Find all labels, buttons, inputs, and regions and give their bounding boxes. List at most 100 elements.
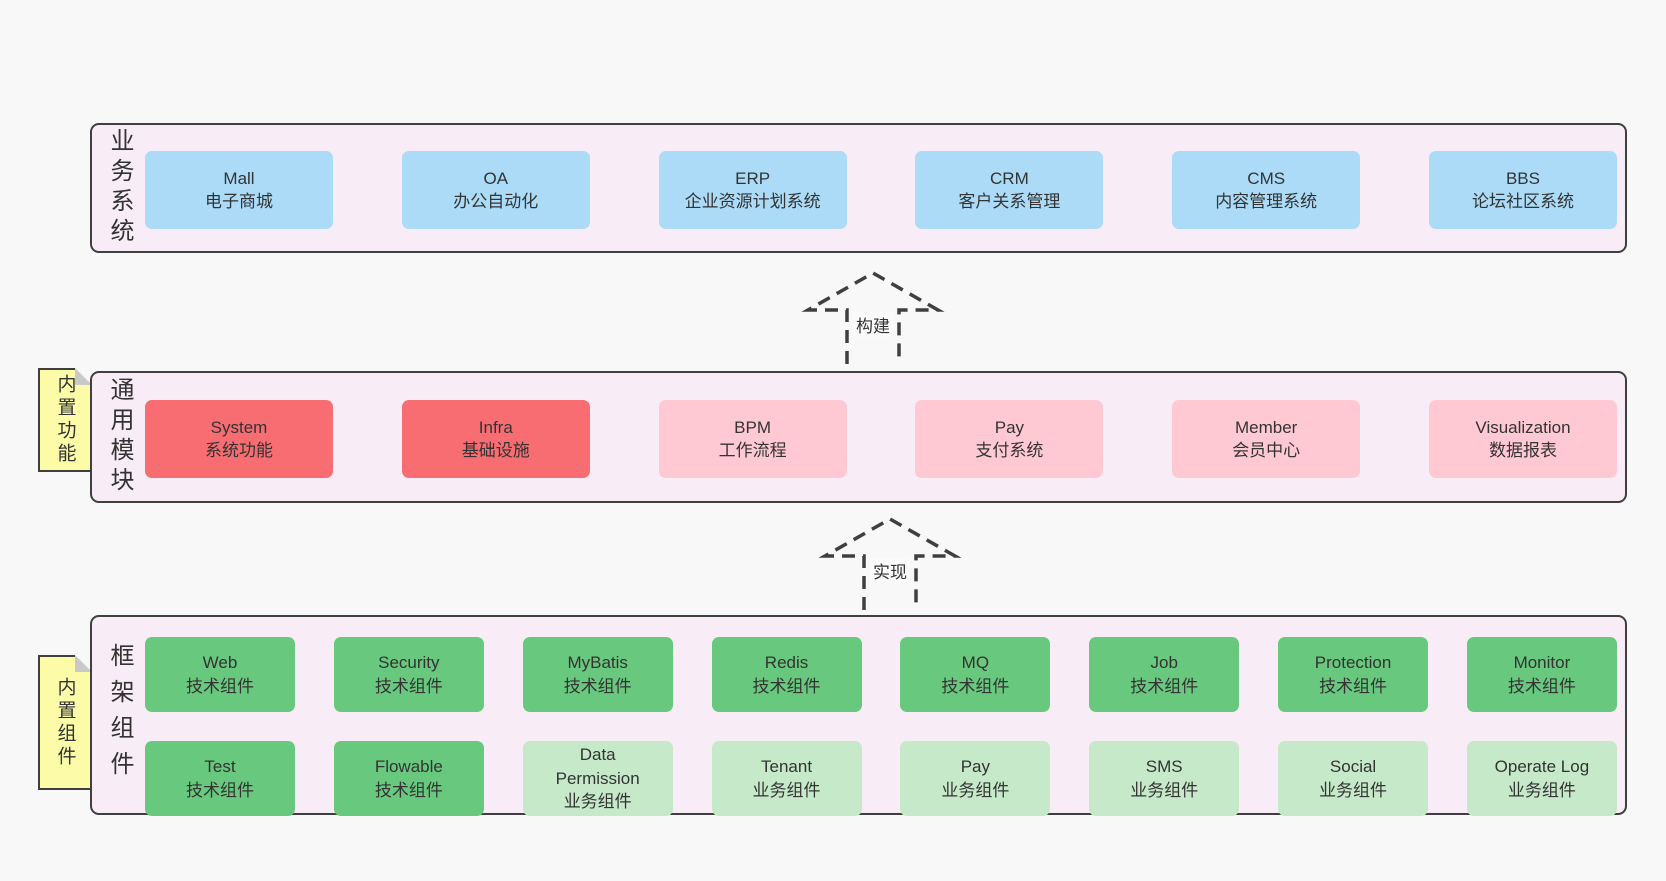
box-title: Mall [223, 168, 255, 188]
sticky-note-label: 内置组件 [54, 676, 76, 769]
section-label: 通用模块 [106, 377, 133, 497]
arrow-label: 构建 [853, 312, 893, 337]
box-title: Test [204, 757, 236, 777]
box-title: System [210, 417, 268, 437]
box-title: Member [1235, 417, 1298, 437]
box-redis: Redis 技术组件 [711, 637, 862, 712]
box-title: Security [378, 653, 440, 673]
box-title: MQ [961, 653, 990, 673]
box-mall: Mall 电子商城 [145, 151, 333, 229]
box-row: System 系统功能 Infra 基础设施 BPM 工作流程 Pay 支付系统… [145, 400, 1617, 478]
box-social: Social 业务组件 [1278, 741, 1429, 816]
box-infra: Infra 基础设施 [401, 400, 590, 478]
box-row: Mall 电子商城 OA 办公自动化 ERP 企业资源计划系统 CRM 客户关系… [145, 151, 1617, 229]
box-flowable: Flowable 技术组件 [333, 741, 484, 816]
box-subtitle: 技术组件 [374, 676, 443, 696]
box-subtitle: 业务组件 [563, 792, 632, 812]
box-subtitle: 数据报表 [1488, 441, 1557, 460]
box-protection: Protection 技术组件 [1278, 637, 1429, 712]
box-title: Visualization [1475, 417, 1571, 437]
note-fold-corner-icon [75, 655, 92, 672]
box-title: ERP [735, 168, 771, 188]
box-title: Monitor [1513, 653, 1571, 673]
box-monitor: Monitor 技术组件 [1466, 637, 1617, 712]
box-subtitle: 技术组件 [186, 780, 254, 800]
box-subtitle: 业务组件 [1130, 780, 1199, 800]
section-framework-components: 框架组件 Web 技术组件 Security 技术组件 MyBatis 技术组件… [90, 615, 1627, 816]
box-subtitle: 办公自动化 [453, 192, 539, 211]
up-arrow-icon [801, 270, 945, 364]
box-erp: ERP 企业资源计划系统 [658, 151, 847, 229]
box-sms: SMS 业务组件 [1089, 741, 1240, 816]
box-subtitle: 技术组件 [374, 780, 443, 800]
note-fold-corner-icon [75, 368, 92, 385]
box-subtitle: 论坛社区系统 [1471, 192, 1574, 211]
box-job: Job 技术组件 [1089, 637, 1240, 712]
box-subtitle: 技术组件 [1319, 676, 1388, 696]
arrow-implement: 实现 [815, 514, 965, 610]
box-title: Tenant [761, 757, 813, 777]
box-oa: OA 办公自动化 [401, 151, 590, 229]
box-title: MyBatis [567, 653, 628, 673]
box-mybatis: MyBatis 技术组件 [522, 637, 673, 712]
section-common-modules: 通用模块 System 系统功能 Infra 基础设施 BPM 工作流程 Pay… [90, 371, 1627, 503]
box-title: BBS [1505, 168, 1540, 188]
box-subtitle: 系统功能 [205, 441, 273, 460]
box-title: BPM [734, 417, 772, 437]
box-subtitle: 电子商城 [205, 192, 273, 211]
box-title: Web [202, 653, 238, 673]
box-subtitle: 业务组件 [1507, 780, 1576, 800]
box-subtitle: 基础设施 [461, 441, 530, 460]
box-row: Web 技术组件 Security 技术组件 MyBatis 技术组件 Redi… [145, 637, 1617, 712]
box-subtitle: 技术组件 [186, 676, 254, 696]
box-operate-log: Operate Log 业务组件 [1466, 741, 1617, 816]
box-title: CRM [990, 168, 1029, 188]
box-title: Pay [994, 417, 1025, 437]
box-mq: MQ 技术组件 [900, 637, 1051, 712]
box-subtitle: 业务组件 [1319, 780, 1388, 800]
box-subtitle: 技术组件 [752, 676, 821, 696]
box-web: Web 技术组件 [145, 637, 295, 712]
box-title: OA [483, 168, 509, 188]
box-title: Redis [764, 653, 809, 673]
box-title: Protection [1314, 653, 1392, 673]
box-subtitle: 业务组件 [752, 780, 821, 800]
box-title: Data Permission [555, 745, 640, 788]
box-bpm: BPM 工作流程 [658, 400, 847, 478]
box-title: Operate Log [1494, 757, 1590, 777]
box-subtitle: 会员中心 [1232, 441, 1301, 460]
box-title: CMS [1247, 168, 1286, 188]
arrow-build: 构建 [798, 268, 948, 364]
box-pay-module: Pay 支付系统 [915, 400, 1104, 478]
section-business-systems: 业务系统 Mall 电子商城 OA 办公自动化 ERP 企业资源计划系统 CRM… [90, 123, 1627, 253]
box-row: Test 技术组件 Flowable 技术组件 Data Permission … [145, 741, 1617, 816]
arrow-label: 实现 [870, 558, 910, 583]
box-cms: CMS 内容管理系统 [1172, 151, 1361, 229]
box-subtitle: 企业资源计划系统 [684, 192, 821, 211]
box-title: Pay [960, 757, 991, 777]
box-visualization: Visualization 数据报表 [1428, 400, 1617, 478]
box-security: Security 技术组件 [333, 637, 484, 712]
box-data-permission: Data Permission 业务组件 [522, 741, 673, 816]
box-member: Member 会员中心 [1172, 400, 1361, 478]
box-bbs: BBS 论坛社区系统 [1428, 151, 1617, 229]
box-subtitle: 技术组件 [941, 676, 1010, 696]
box-subtitle: 技术组件 [563, 676, 632, 696]
section-label: 框架组件 [106, 643, 133, 787]
box-subtitle: 支付系统 [975, 441, 1044, 460]
box-subtitle: 客户关系管理 [958, 192, 1061, 211]
box-system: System 系统功能 [145, 400, 333, 478]
box-title: Infra [478, 417, 513, 437]
box-title: Job [1150, 653, 1178, 673]
box-title: Flowable [374, 757, 443, 777]
section-label: 业务系统 [106, 128, 133, 248]
box-title: Social [1329, 757, 1377, 777]
box-pay-component: Pay 业务组件 [900, 741, 1051, 816]
sticky-note-built-in-components: 内置组件 [38, 655, 92, 790]
box-test: Test 技术组件 [145, 741, 295, 816]
box-subtitle: 技术组件 [1130, 676, 1199, 696]
sticky-note-built-in-features: 内置功能 [38, 368, 92, 472]
box-crm: CRM 客户关系管理 [915, 151, 1104, 229]
box-title: SMS [1145, 757, 1183, 777]
up-arrow-icon [818, 516, 962, 610]
